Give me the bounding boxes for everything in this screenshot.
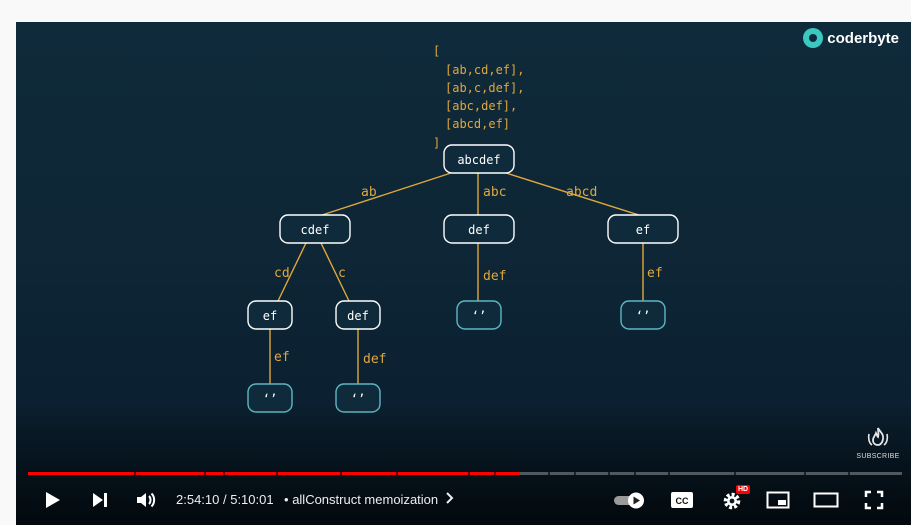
chapter-marker — [804, 472, 806, 475]
tree-edge — [320, 242, 350, 302]
leaf-label: ‘’ — [351, 392, 365, 406]
play-button[interactable] — [36, 480, 68, 520]
edge-label: abcd — [566, 185, 597, 200]
hd-badge: HD — [736, 485, 751, 494]
tree-node: def — [443, 214, 515, 244]
result-line: [ab,c,def], — [445, 81, 524, 95]
chapter-title: allConstruct memoization — [292, 492, 439, 507]
theater-mode-button[interactable] — [810, 480, 842, 520]
tree-node: cdef — [279, 214, 351, 244]
logo-text: coderbyte — [827, 29, 899, 47]
tree-edge — [318, 172, 452, 217]
leaf-label: ‘’ — [472, 309, 486, 323]
gear-icon — [723, 492, 741, 510]
play-icon — [46, 492, 60, 508]
edge-label: ab — [361, 185, 377, 200]
tree-leaf-empty: ‘’ — [456, 300, 502, 330]
chapter-marker — [494, 472, 496, 475]
edge-label: c — [338, 266, 346, 281]
time-separator: / — [219, 492, 231, 507]
next-icon — [93, 493, 107, 507]
tree-node: def — [335, 300, 381, 330]
next-button[interactable] — [84, 480, 116, 520]
edge-label: cd — [274, 266, 290, 281]
node-label: ef — [263, 309, 277, 323]
node-label: ef — [636, 223, 650, 237]
time-display: 2:54:10 / 5:10:01 — [176, 492, 274, 507]
chapter-marker — [276, 472, 278, 475]
tree-leaf-empty: ‘’ — [335, 383, 381, 413]
tree-edge — [277, 242, 307, 302]
fire-icon — [856, 426, 900, 453]
chapter-marker — [848, 472, 850, 475]
recursion-tree-diagram: [ [ab,cd,ef], [ab,c,def], [abc,def], [ab… — [247, 44, 679, 413]
cc-label: CC — [676, 496, 689, 506]
edge-label: ef — [274, 350, 290, 365]
theater-icon — [813, 492, 839, 508]
captions-icon: CC — [671, 492, 693, 508]
leaf-label: ‘’ — [636, 309, 650, 323]
chapter-marker — [134, 472, 136, 475]
edge-label: abc — [483, 185, 506, 200]
tree-node: ef — [247, 300, 293, 330]
result-line: [ab,cd,ef], — [445, 63, 524, 77]
node-label: cdef — [301, 223, 330, 237]
player-controls: 2:54:10 / 5:10:01 • allConstruct memoiza… — [16, 480, 911, 522]
captions-button[interactable]: CC — [666, 480, 698, 520]
chapter-marker — [223, 472, 225, 475]
tree-edge — [505, 172, 643, 217]
chapter-marker — [734, 472, 736, 475]
chevron-right-icon — [446, 492, 454, 507]
subscribe-label: SUBSCRIBE — [856, 453, 900, 460]
chapter-marker — [668, 472, 670, 475]
settings-button[interactable]: HD — [716, 480, 751, 520]
chapter-marker — [204, 472, 206, 475]
result-line: ] — [433, 136, 440, 150]
tree-node-root: abcdef — [443, 144, 515, 174]
tree-leaf-empty: ‘’ — [620, 300, 666, 330]
volume-button[interactable] — [130, 480, 162, 520]
progress-played — [28, 472, 521, 475]
result-line: [abcd,ef] — [445, 117, 510, 131]
chapter-marker — [340, 472, 342, 475]
autoplay-toggle-icon — [614, 492, 644, 509]
node-label: def — [347, 309, 369, 323]
result-line: [abc,def], — [445, 99, 517, 113]
tree-node: ef — [607, 214, 679, 244]
coderbyte-logo[interactable]: coderbyte — [803, 28, 899, 48]
chapter-marker — [396, 472, 398, 475]
miniplayer-button[interactable] — [762, 480, 794, 520]
result-list: [ [ab,cd,ef], [ab,c,def], [abc,def], [ab… — [433, 44, 524, 150]
node-label: abcdef — [457, 153, 500, 167]
autoplay-toggle[interactable] — [612, 480, 648, 520]
chapter-bullet: • — [284, 492, 289, 507]
duration: 5:10:01 — [230, 492, 274, 507]
tree-edges — [269, 172, 644, 384]
chapter-button[interactable]: • allConstruct memoization — [284, 492, 454, 507]
subscribe-watermark[interactable]: SUBSCRIBE — [856, 426, 900, 462]
miniplayer-icon — [766, 491, 790, 509]
node-label: def — [468, 223, 490, 237]
volume-icon — [137, 492, 156, 508]
chapter-marker — [608, 472, 610, 475]
fullscreen-icon — [864, 490, 884, 510]
chapter-marker — [468, 472, 470, 475]
chapter-marker — [634, 472, 636, 475]
leaf-label: ‘’ — [263, 392, 277, 406]
current-time: 2:54:10 — [176, 492, 220, 507]
edge-label: def — [363, 352, 386, 367]
progress-bar[interactable] — [28, 472, 902, 475]
chapter-marker — [574, 472, 576, 475]
tree-leaf-empty: ‘’ — [247, 383, 293, 413]
fullscreen-button[interactable] — [858, 480, 890, 520]
result-line: [ — [433, 44, 440, 58]
edge-label: ef — [647, 266, 663, 281]
video-player[interactable]: coderbyte [ [ab,cd,ef], [ab,c,def], [abc… — [16, 22, 911, 525]
coderbyte-logo-icon — [803, 28, 824, 48]
edge-label: def — [483, 269, 506, 284]
chapter-marker — [548, 472, 550, 475]
